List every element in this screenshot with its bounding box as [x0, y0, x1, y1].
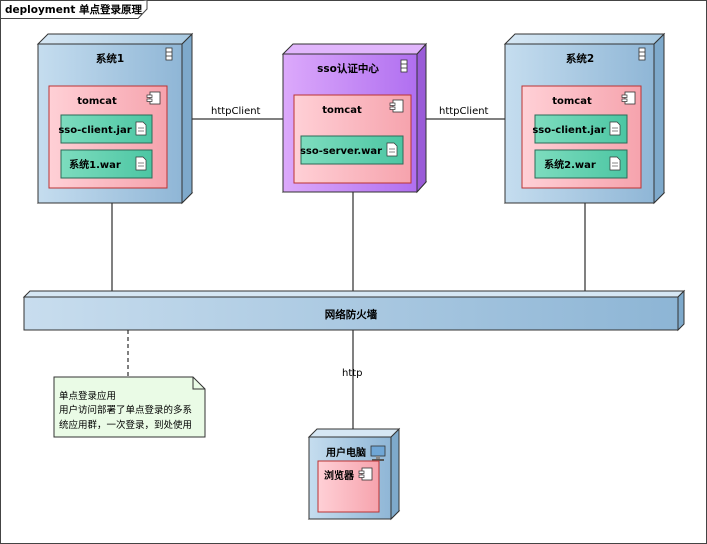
node-system2[interactable]: 系统2 tomcat sso-client.jar 系统2.war	[503, 32, 666, 205]
connectors	[111, 118, 586, 437]
user-link-label: http	[342, 368, 363, 379]
artifact-icon	[135, 156, 147, 171]
artifact-sso-client-jar[interactable]	[60, 114, 153, 144]
left-link-label: httpClient	[211, 106, 261, 117]
artifact-icon	[609, 121, 621, 136]
artifact-icon	[135, 121, 147, 136]
component-icon	[146, 91, 161, 105]
node-sso-center-title: sso认证中心	[317, 62, 379, 75]
artifact-label: 系统2.war	[544, 158, 596, 171]
node-icon	[400, 59, 408, 73]
monitor-icon	[370, 445, 386, 461]
artifact-system1-war[interactable]	[60, 149, 153, 179]
artifact-label: sso-client.jar	[58, 125, 131, 136]
note-line-2: 用户访问部署了单点登录的多系	[59, 404, 192, 416]
node-icon	[165, 47, 173, 61]
frame-title: deployment 单点登录原理	[5, 3, 143, 16]
node-system1[interactable]: 系统1 tomcat sso-client.jar 系统1.war	[36, 32, 194, 205]
artifact-label: 系统1.war	[69, 158, 121, 171]
artifact-icon	[609, 156, 621, 171]
user-pc-title: 用户电脑	[325, 446, 366, 459]
component-icon	[358, 467, 373, 481]
node-icon	[638, 47, 646, 61]
artifact-icon	[386, 142, 398, 157]
node-sso-center[interactable]: sso认证中心 tomcat sso-server.war	[281, 42, 428, 194]
component-icon	[621, 91, 636, 105]
note-line-1: 单点登录应用	[59, 390, 116, 402]
note[interactable]: 单点登录应用 用户访问部署了单点登录的多系 统应用群，一次登录，到处使用	[53, 376, 206, 438]
node-firewall[interactable]: 网络防火墙	[22, 289, 686, 332]
artifact-sso-server-war[interactable]	[300, 135, 404, 165]
component-icon	[389, 99, 404, 113]
browser-label: 浏览器	[324, 469, 355, 482]
frame-tab	[0, 0, 148, 19]
node-user-pc[interactable]: 用户电脑 浏览器	[307, 427, 401, 521]
firewall-title: 网络防火墙	[325, 308, 378, 321]
artifact-label: sso-client.jar	[532, 125, 605, 136]
node-system2-title: 系统2	[566, 52, 594, 65]
tomcat-label: tomcat	[322, 105, 362, 116]
tomcat-label: tomcat	[77, 96, 117, 107]
artifact-label: sso-server.war	[300, 146, 382, 157]
node-system1-title: 系统1	[96, 52, 124, 65]
tomcat-label: tomcat	[552, 96, 592, 107]
note-line-3: 统应用群，一次登录，到处使用	[59, 419, 192, 431]
right-link-label: httpClient	[439, 106, 489, 117]
